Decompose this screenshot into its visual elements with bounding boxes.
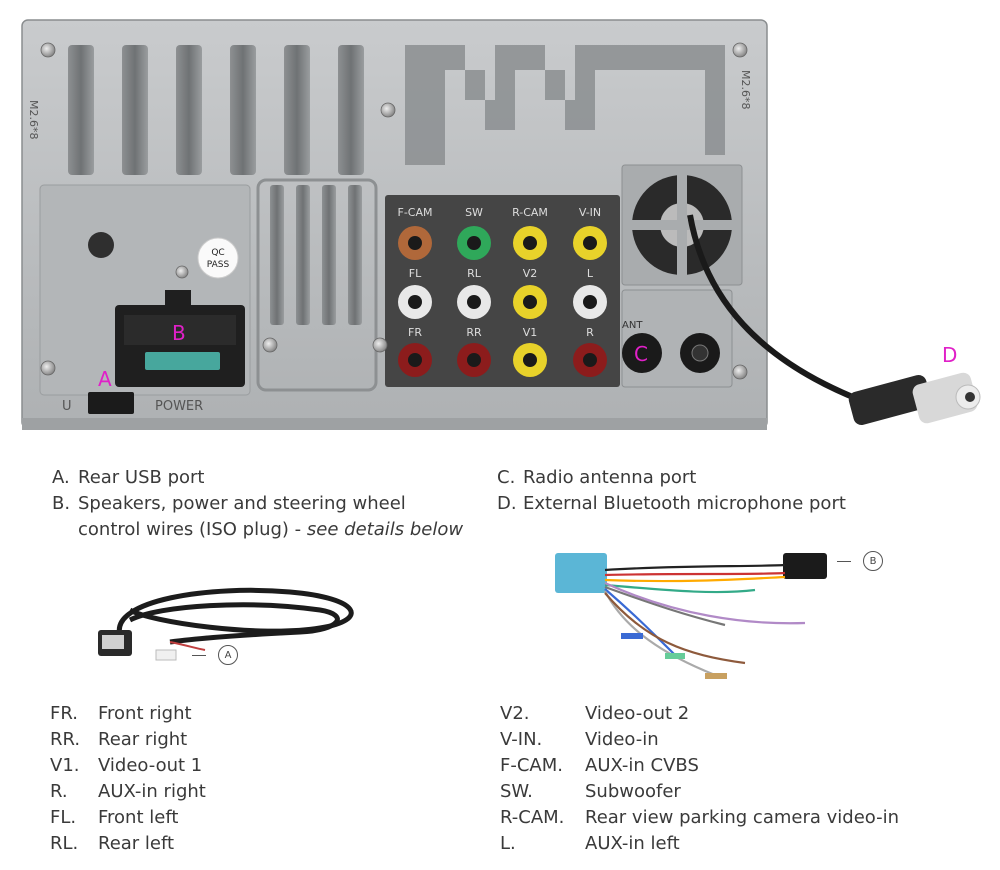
- rca-l: [573, 285, 607, 319]
- side-text-left: M2.6*8: [27, 100, 40, 139]
- mounting-hole: [88, 232, 114, 258]
- legend-text: RL: [467, 267, 482, 280]
- rca-rcam: [513, 226, 547, 260]
- legend-text: Video-out 1: [98, 755, 203, 776]
- legend-right-row: R-CAM.: [500, 807, 565, 828]
- mic-plug: [848, 372, 981, 425]
- legend-text: Rear left: [98, 833, 175, 854]
- usb-leader-line: [192, 655, 206, 656]
- rca-labels: F-CAM SW R-CAM V-IN FL RL V2 L FR RR V1 …: [398, 206, 602, 339]
- legend-text: AUX-in right: [98, 781, 206, 802]
- legend-text: L: [587, 267, 594, 280]
- legend-text: Rear right: [98, 729, 188, 750]
- ant-label: ANT: [622, 320, 643, 331]
- legend-b-letter: B.: [52, 493, 71, 514]
- legend-c-text: Radio antenna port: [523, 467, 697, 488]
- head-unit-rear-diagram: QC PASS B A U POWER M2.6*8 M2.6*8 F-CAM …: [21, 19, 981, 430]
- legend-right-row: SW.: [500, 781, 533, 802]
- legend-a-text: Rear USB port: [78, 467, 205, 488]
- legend-text: R-CAM: [512, 206, 548, 219]
- marker-a: A: [98, 367, 112, 391]
- marker-c: C: [634, 342, 648, 366]
- legend-right-row: F-CAM.: [500, 755, 563, 776]
- legend-text: FL.: [50, 807, 77, 828]
- legend-text: Front left: [98, 807, 179, 828]
- usb-cable-illustration: [98, 587, 354, 661]
- legend-text: FR: [408, 326, 422, 339]
- legend-text: AUX-in left: [585, 833, 680, 854]
- legend-left-row: RR.: [50, 727, 80, 753]
- legend-text: FR.: [50, 703, 78, 724]
- usb-port: [88, 392, 134, 414]
- chassis-bottom-shadow: [22, 418, 767, 430]
- u-label: U: [62, 399, 72, 414]
- rca-fcam: [398, 226, 432, 260]
- legend-left-row: FR.: [50, 701, 78, 727]
- legend-text: Video-in: [585, 729, 659, 750]
- legend-text: R: [586, 326, 594, 339]
- rca-panel: [385, 195, 620, 387]
- vent-maze: [405, 45, 725, 165]
- legend-text: RL.: [50, 833, 79, 854]
- legend-a-letter: A.: [52, 467, 70, 488]
- legend-right-row: L.: [500, 833, 516, 854]
- legend-text: V2: [523, 267, 538, 280]
- rca-vin: [573, 226, 607, 260]
- rca-jacks: [398, 226, 607, 377]
- rca-rl: [457, 285, 491, 319]
- legend-left-row: FL.: [50, 805, 76, 831]
- legend-text: see details below: [306, 519, 464, 540]
- rca-fl: [398, 285, 432, 319]
- center-slots: [270, 185, 362, 325]
- iso-leader-line: [837, 561, 851, 562]
- legend-c-letter: C.: [497, 467, 516, 488]
- rca-sw: [457, 226, 491, 260]
- legend-text: Video-out 2: [585, 703, 690, 724]
- legend-left-row: V1.: [50, 753, 80, 779]
- rca-rr: [457, 343, 491, 377]
- legend-text: RR.: [50, 729, 81, 750]
- legend-text: Subwoofer: [585, 781, 681, 802]
- legend-right-row: V2.: [500, 703, 530, 724]
- legend-text: control wires (ISO plug) -: [78, 519, 307, 540]
- legend-b-line2: control wires (ISO plug) - see details b…: [78, 517, 463, 543]
- rca-v2: [513, 285, 547, 319]
- rca-v1: [513, 343, 547, 377]
- legend-text: V1.: [50, 755, 80, 776]
- legend-text: Rear view parking camera video-in: [585, 807, 900, 828]
- usb-callout: A: [218, 645, 238, 665]
- legend-text: V-IN: [579, 206, 601, 219]
- legend-text: R.: [50, 781, 68, 802]
- marker-b: B: [172, 321, 186, 345]
- legend-right-row: V-IN.: [500, 729, 543, 750]
- power-label: POWER: [155, 399, 203, 414]
- qc-pass-sticker: [197, 237, 239, 279]
- legend-text: V1: [523, 326, 538, 339]
- mic-cable: [687, 214, 862, 403]
- pass-text: PASS: [207, 260, 230, 270]
- legend-b-line1: Speakers, power and steering wheel: [78, 493, 406, 514]
- qc-text: QC: [211, 248, 224, 258]
- vent-slots: [68, 45, 364, 175]
- legend-left-row: RL.: [50, 831, 78, 857]
- iso-callout: B: [863, 551, 883, 571]
- legend-text: Front right: [98, 703, 192, 724]
- rca-fr: [398, 343, 432, 377]
- rca-r: [573, 343, 607, 377]
- legend-text: AUX-in CVBS: [585, 755, 699, 776]
- legend-d-text: External Bluetooth microphone port: [523, 493, 846, 514]
- marker-d: D: [942, 343, 957, 367]
- screws: [40, 42, 748, 380]
- side-text-right: M2.6*8: [739, 70, 752, 109]
- legend-left-row: R.: [50, 779, 68, 805]
- legend-d-letter: D.: [497, 493, 517, 514]
- legend-text: FL: [409, 267, 422, 280]
- iso-harness-illustration: [555, 553, 827, 679]
- legend-text: F-CAM: [398, 206, 433, 219]
- fuse: [145, 352, 220, 370]
- legend-text: RR: [466, 326, 482, 339]
- iso-pins: [124, 315, 236, 345]
- antenna-port-c: [622, 333, 662, 373]
- legend-text: SW: [465, 206, 483, 219]
